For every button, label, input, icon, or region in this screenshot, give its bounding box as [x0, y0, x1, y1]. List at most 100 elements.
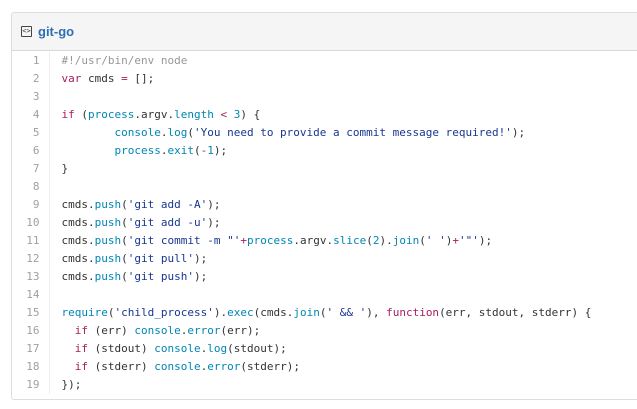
code-line: 5 console.log('You need to provide a com… [12, 124, 591, 142]
code-line: 6 process.exit(-1); [12, 142, 591, 160]
code-token: (stdout) [88, 342, 155, 355]
code-token: push [94, 234, 122, 247]
line-number[interactable]: 4 [12, 106, 50, 124]
code-token: error [187, 324, 221, 337]
line-number[interactable]: 19 [12, 376, 50, 394]
line-number[interactable]: 11 [12, 232, 50, 250]
code-token: if [74, 342, 88, 355]
file-header: <> git-go [12, 13, 637, 51]
code-token: ( [419, 234, 426, 247]
code-token: console [154, 342, 201, 355]
code-token: ); [511, 126, 526, 139]
line-code: cmds.push('git add -u'); [49, 214, 591, 232]
code-token: ), [366, 306, 387, 319]
code-token: 2 [372, 234, 380, 247]
line-number[interactable]: 1 [12, 52, 50, 70]
code-token: + [452, 234, 459, 247]
code-token: var [61, 72, 82, 85]
code-token: ( [187, 126, 194, 139]
code-token: 'git add -u' [127, 216, 208, 229]
line-number[interactable]: 12 [12, 250, 50, 268]
code-token: cmds. [61, 270, 95, 283]
line-code: if (err) console.error(err); [49, 322, 591, 340]
line-code: process.exit(-1); [49, 142, 591, 160]
code-line: 7} [12, 160, 591, 178]
line-number[interactable]: 7 [12, 160, 50, 178]
code-line: 19}); [12, 376, 591, 394]
line-number[interactable]: 8 [12, 178, 50, 196]
line-number[interactable]: 5 [12, 124, 50, 142]
code-token: .argv. [134, 108, 175, 121]
code-token: ( [121, 216, 128, 229]
code-token: console [114, 126, 161, 139]
line-number[interactable]: 2 [12, 70, 50, 88]
code-token: require [61, 306, 108, 319]
code-line: 1#!/usr/bin/env node [12, 52, 591, 70]
code-token: ); [207, 198, 221, 211]
code-token [62, 360, 75, 373]
line-code [49, 88, 591, 106]
line-code: if (stdout) console.log(stdout); [49, 340, 591, 358]
code-token: process [114, 144, 161, 157]
code-token: ' ' [425, 234, 446, 247]
line-number[interactable]: 17 [12, 340, 50, 358]
line-number[interactable]: 14 [12, 286, 50, 304]
code-line: 14 [12, 286, 591, 304]
code-token: exec [227, 306, 254, 319]
code-token: (stderr) [88, 360, 155, 373]
code-token: (err, stdout, stderr) { [439, 306, 592, 319]
code-token: push [94, 198, 122, 211]
line-number[interactable]: 16 [12, 322, 50, 340]
code-token: ( [107, 306, 115, 319]
code-token: function [386, 306, 440, 319]
line-code: cmds.push('git pull'); [49, 250, 591, 268]
line-number[interactable]: 6 [12, 142, 50, 160]
code-token: (cmds. [253, 306, 294, 319]
code-token: ( [74, 108, 88, 121]
line-number[interactable]: 9 [12, 196, 50, 214]
code-token: 3 [233, 108, 241, 121]
code-token: push [94, 252, 122, 265]
code-token: ); [478, 234, 493, 247]
code-token: 'You need to provide a commit message re… [193, 126, 512, 139]
code-token [227, 108, 234, 121]
code-token: ' && ' [326, 306, 367, 319]
line-number[interactable]: 3 [12, 88, 50, 106]
line-number[interactable]: 18 [12, 358, 50, 376]
code-token [62, 126, 115, 139]
line-code: #!/usr/bin/env node [49, 52, 591, 70]
code-token [62, 144, 115, 157]
code-token: cmds. [61, 216, 95, 229]
code-token: < [220, 108, 228, 121]
code-token: join [293, 306, 320, 319]
line-number[interactable]: 10 [12, 214, 50, 232]
code-token: exit [167, 144, 194, 157]
line-number[interactable]: 15 [12, 304, 50, 322]
code-token: ); [193, 270, 208, 283]
code-token: 'git push' [127, 270, 194, 283]
code-token: ( [319, 306, 327, 319]
code-token: + [240, 234, 247, 247]
code-token: = [121, 72, 128, 85]
code-token [62, 324, 75, 337]
line-code: if (stderr) console.error(stderr); [49, 358, 591, 376]
code-token: if [74, 324, 88, 337]
code-token: (err); [220, 324, 261, 337]
line-code: require('child_process').exec(cmds.join(… [49, 304, 592, 322]
code-line: 3 [12, 88, 591, 106]
file-name-link[interactable]: git-go [38, 24, 75, 39]
code-token: cmds [81, 72, 122, 85]
code-token: if [61, 108, 75, 121]
code-token: log [167, 126, 188, 139]
line-code: }); [49, 376, 591, 394]
line-number[interactable]: 13 [12, 268, 50, 286]
code-token: push [94, 270, 122, 283]
code-file-icon: <> [21, 26, 32, 37]
line-code: cmds.push('git commit -m "'+process.argv… [49, 232, 591, 250]
code-token: ); [193, 252, 208, 265]
code-token: cmds. [61, 198, 95, 211]
